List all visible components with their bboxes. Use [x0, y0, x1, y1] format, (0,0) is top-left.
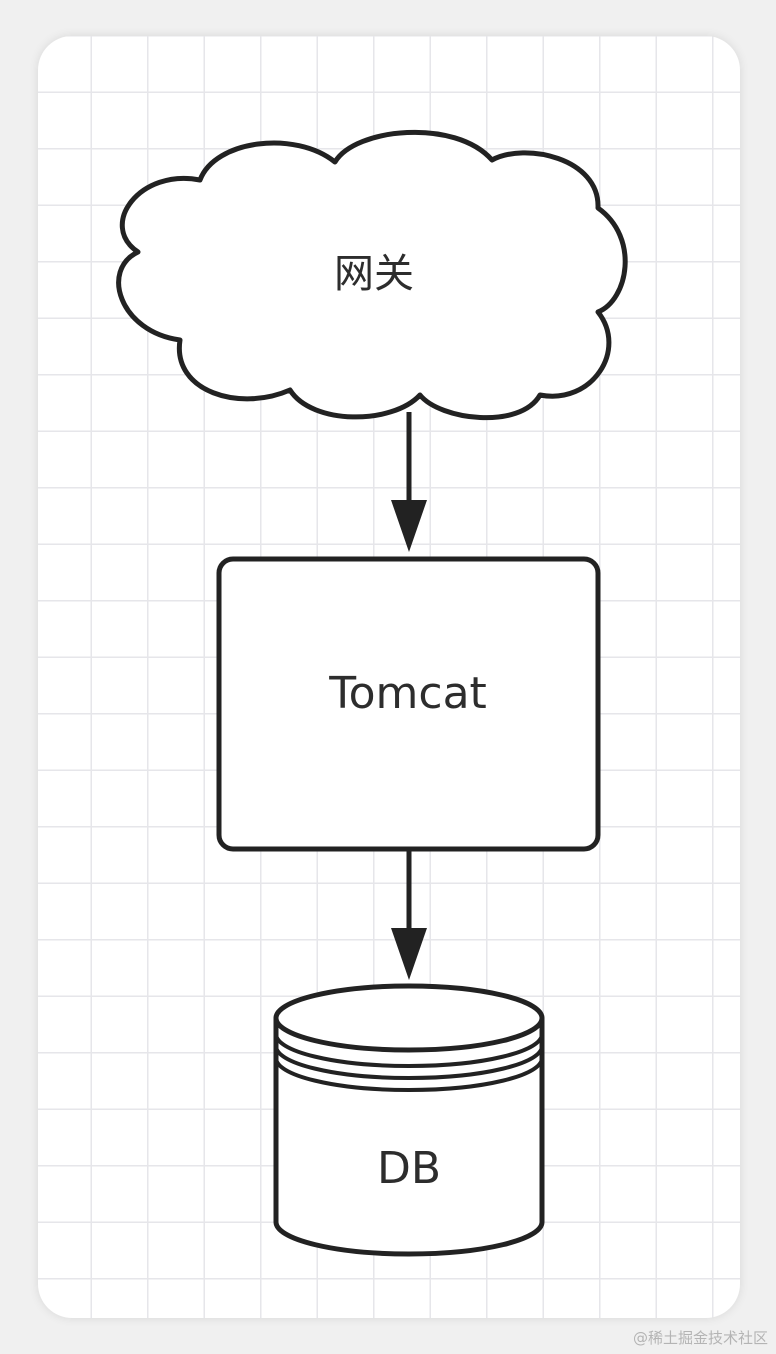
db-node[interactable]: DB: [273, 983, 545, 1257]
gateway-node[interactable]: 网关: [116, 129, 628, 421]
cylinder-band-1: [274, 1033, 544, 1068]
tomcat-box: [216, 556, 601, 852]
gateway-label: 网关: [334, 251, 414, 297]
tomcat-node[interactable]: Tomcat: [216, 556, 601, 852]
cylinder-top: [273, 983, 545, 1053]
cylinder-body: [273, 1018, 545, 1257]
cylinder-band-3: [274, 1057, 544, 1092]
tomcat-label: Tomcat: [328, 668, 487, 719]
watermark-text: @稀土掘金技术社区: [632, 1329, 768, 1347]
edge-gateway-to-tomcat: [391, 412, 427, 552]
arrow-head: [391, 500, 427, 552]
db-label: DB: [377, 1143, 441, 1194]
cylinder-band-2: [274, 1045, 544, 1080]
arrow-head: [391, 928, 427, 980]
cloud-shape: [116, 129, 628, 421]
edge-tomcat-to-db: [391, 851, 427, 980]
